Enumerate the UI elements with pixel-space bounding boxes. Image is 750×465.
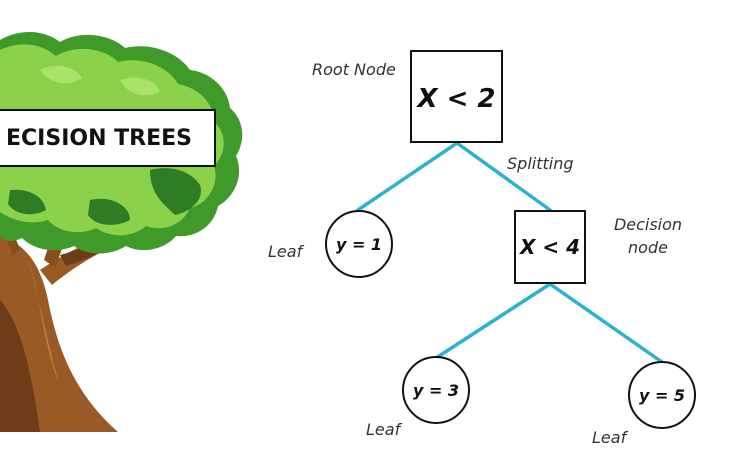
leaf-node-1-text: y = 1: [336, 235, 382, 254]
tree-trunk-shade: [0, 300, 40, 432]
leaf-node-3: y = 3: [402, 356, 470, 424]
title-text: ECISION TREES: [5, 125, 192, 151]
decision-node-label-line2: node: [628, 238, 668, 257]
tree-foliage-shadow: [8, 168, 201, 225]
decision-node: X < 4: [514, 210, 586, 284]
leaf-node-1-circle: [325, 210, 393, 278]
edge-root-leaf1: [356, 141, 459, 212]
leaf-node-3-circle: [402, 356, 470, 424]
decision-node-label-line1: Decision: [614, 215, 682, 234]
root-node-text: X < 2: [415, 84, 495, 114]
edge-decision-leaf5: [548, 282, 664, 364]
leaf-label-3: Leaf: [366, 420, 403, 439]
leaf-node-5: y = 5: [628, 361, 696, 429]
tree-edges: [356, 141, 664, 364]
edge-decision-leaf3: [434, 282, 552, 360]
leaf-node-3-text: y = 3: [413, 381, 459, 400]
decision-node-text: X < 4: [518, 235, 580, 259]
edge-root-decision: [455, 141, 552, 212]
root-node-box: [410, 50, 503, 143]
leaf-label-5: Leaf: [592, 428, 629, 447]
leaf-label-1: Leaf: [268, 242, 305, 261]
tree-illustration: [0, 31, 243, 432]
root-node-label: Root Node: [312, 60, 396, 79]
splitting-label: Splitting: [507, 154, 574, 173]
leaf-node-5-circle: [628, 361, 696, 429]
leaf-node-5-text: y = 5: [639, 386, 685, 405]
leaf-node-1: y = 1: [325, 210, 393, 278]
root-node: X < 2: [410, 50, 503, 143]
title-banner: ECISION TREES: [0, 109, 216, 167]
decision-node-box: [514, 210, 586, 284]
